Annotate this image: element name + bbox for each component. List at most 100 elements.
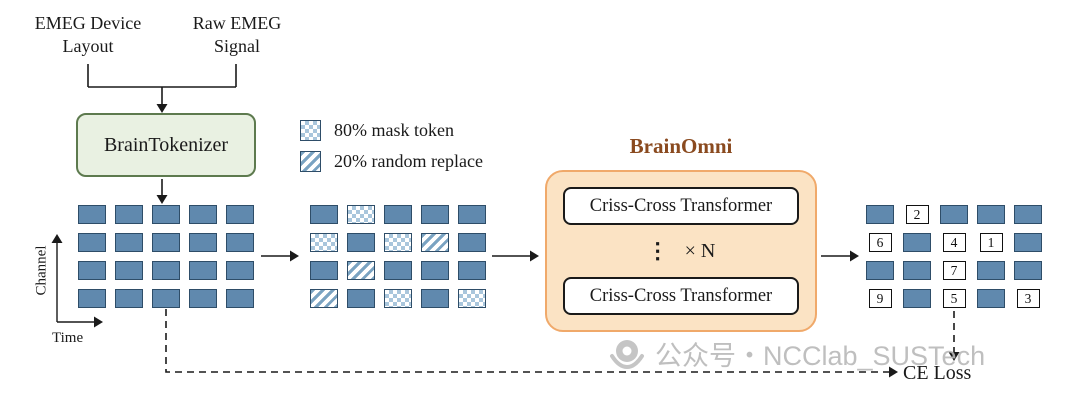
token bbox=[458, 205, 486, 224]
random-replace-token bbox=[310, 289, 338, 308]
token bbox=[903, 261, 931, 280]
brain-tokenizer-box: BrainTokenizer bbox=[76, 113, 256, 177]
arrowhead-to-grid bbox=[156, 195, 168, 204]
ce-loss-label: CE Loss bbox=[903, 362, 972, 384]
token bbox=[226, 233, 254, 252]
token bbox=[1014, 233, 1042, 252]
brain-tokenizer-label: BrainTokenizer bbox=[103, 133, 229, 156]
token bbox=[115, 205, 143, 224]
input-label-raw-emeg-signal: Raw EMEG Signal bbox=[174, 12, 300, 59]
predicted-token: 2 bbox=[905, 205, 929, 224]
token bbox=[421, 205, 449, 224]
token bbox=[940, 205, 968, 224]
token bbox=[189, 205, 217, 224]
channel-axis-label: Channel bbox=[33, 245, 50, 296]
criss-cross-transformer-top: Criss-Cross Transformer bbox=[563, 187, 799, 225]
time-axis-label: Time bbox=[52, 330, 84, 346]
mask-token-swatch bbox=[300, 119, 321, 141]
token bbox=[1014, 205, 1042, 224]
random-replace-token bbox=[347, 261, 375, 280]
token bbox=[421, 261, 449, 280]
repeat-indicator: ⋮ × N bbox=[563, 240, 799, 263]
predicted-token: 4 bbox=[942, 233, 966, 252]
arrowhead-to-tokenizer bbox=[156, 104, 168, 113]
mask-token bbox=[384, 289, 412, 308]
token bbox=[115, 233, 143, 252]
token bbox=[384, 205, 412, 224]
repeat-n-label: × N bbox=[684, 239, 716, 262]
random-replace-token bbox=[421, 233, 449, 252]
watermark-text: 公众号・NCClab_SUSTech bbox=[655, 341, 986, 371]
mask-token bbox=[458, 289, 486, 308]
brainomni-box: Criss-Cross Transformer ⋮ × N Criss-Cros… bbox=[545, 170, 817, 332]
criss-cross-transformer-bottom: Criss-Cross Transformer bbox=[563, 277, 799, 315]
token bbox=[78, 233, 106, 252]
random-replace-label: 20% random replace bbox=[334, 150, 483, 171]
random-replace-swatch bbox=[300, 150, 321, 172]
token bbox=[152, 261, 180, 280]
predicted-token: 1 bbox=[979, 233, 1003, 252]
legend-row-replace: 20% random replace bbox=[300, 150, 483, 172]
vertical-ellipsis: ⋮ bbox=[646, 238, 669, 263]
token bbox=[226, 261, 254, 280]
token bbox=[903, 289, 931, 308]
token bbox=[78, 261, 106, 280]
criss-cross-transformer-bottom-label: Criss-Cross Transformer bbox=[589, 285, 773, 306]
token bbox=[226, 205, 254, 224]
token bbox=[189, 289, 217, 308]
token bbox=[977, 205, 1005, 224]
input-label-line: Layout bbox=[62, 36, 114, 57]
token bbox=[1014, 261, 1042, 280]
token bbox=[310, 261, 338, 280]
input-merge-bracket bbox=[87, 64, 237, 105]
token bbox=[152, 205, 180, 224]
token bbox=[458, 261, 486, 280]
token bbox=[977, 261, 1005, 280]
token bbox=[78, 205, 106, 224]
mask-token-label: 80% mask token bbox=[334, 119, 454, 140]
mask-token bbox=[347, 205, 375, 224]
predicted-token: 6 bbox=[868, 233, 892, 252]
token bbox=[78, 289, 106, 308]
input-token-grid bbox=[78, 205, 254, 308]
mask-token bbox=[384, 233, 412, 252]
arrowhead-to-masked bbox=[290, 250, 299, 262]
arrowhead-to-output bbox=[850, 250, 859, 262]
token bbox=[347, 233, 375, 252]
predicted-token: 3 bbox=[1016, 289, 1040, 308]
input-label-emeg-device-layout: EMEG Device Layout bbox=[18, 12, 158, 59]
arrowhead-axis-right bbox=[94, 316, 103, 328]
token bbox=[115, 289, 143, 308]
token bbox=[977, 289, 1005, 308]
watermark-logo-icon bbox=[610, 339, 644, 369]
predicted-token: 5 bbox=[942, 289, 966, 308]
token bbox=[310, 205, 338, 224]
token bbox=[866, 261, 894, 280]
legend-row-mask: 80% mask token bbox=[300, 119, 483, 141]
input-label-line: EMEG Device bbox=[34, 13, 142, 33]
arrowhead-axis-up bbox=[51, 234, 63, 243]
token bbox=[152, 233, 180, 252]
watermark: 公众号・NCClab_SUSTech bbox=[608, 334, 985, 373]
predicted-token: 9 bbox=[868, 289, 892, 308]
token bbox=[458, 233, 486, 252]
predicted-token: 7 bbox=[942, 261, 966, 280]
input-label-line: Raw EMEG bbox=[192, 13, 282, 33]
token bbox=[189, 261, 217, 280]
token bbox=[384, 261, 412, 280]
legend: 80% mask token 20% random replace bbox=[300, 119, 483, 181]
token bbox=[421, 289, 449, 308]
token bbox=[115, 261, 143, 280]
arrowhead-to-omni bbox=[530, 250, 539, 262]
criss-cross-transformer-top-label: Criss-Cross Transformer bbox=[589, 195, 773, 216]
token bbox=[226, 289, 254, 308]
masked-token-grid bbox=[310, 205, 486, 308]
token bbox=[866, 205, 894, 224]
token bbox=[189, 233, 217, 252]
mask-token bbox=[310, 233, 338, 252]
token bbox=[903, 233, 931, 252]
input-label-line: Signal bbox=[213, 36, 260, 57]
token bbox=[347, 289, 375, 308]
token bbox=[152, 289, 180, 308]
